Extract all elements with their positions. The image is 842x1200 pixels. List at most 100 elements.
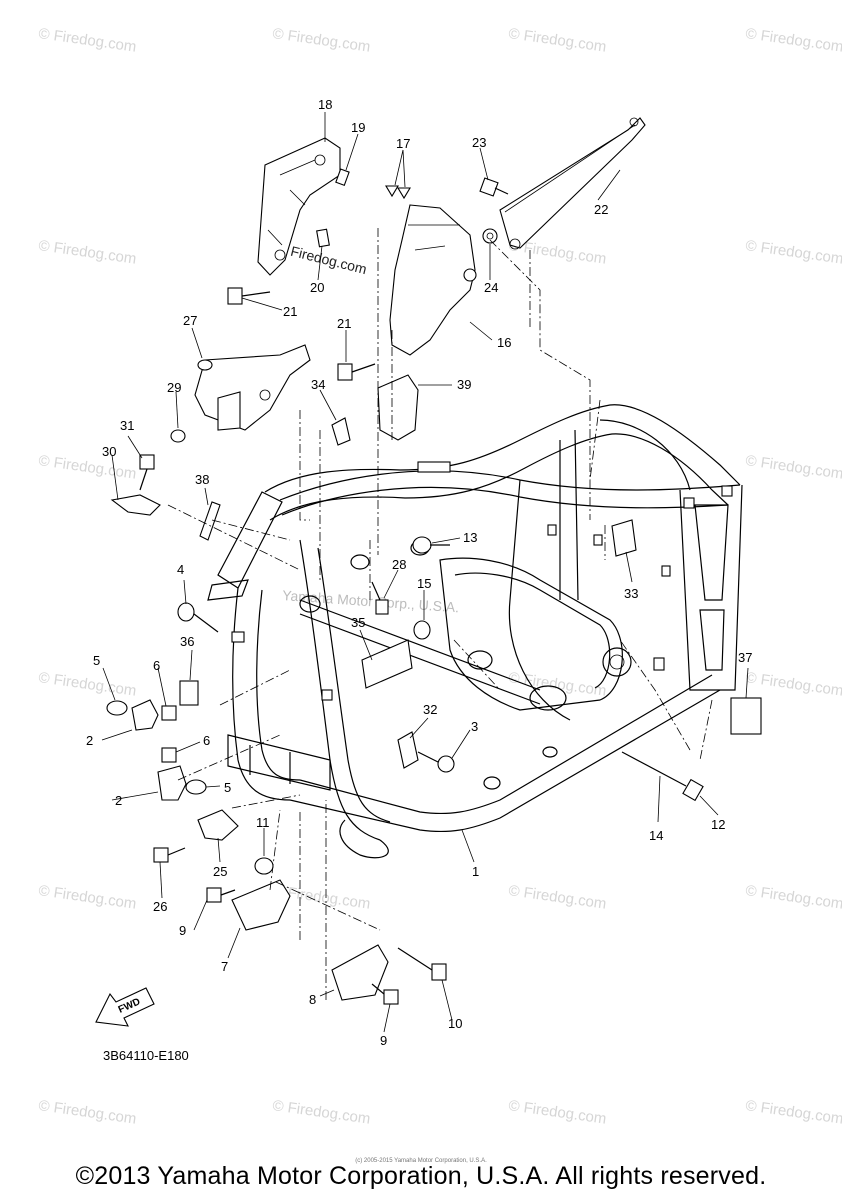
callout: 33 (624, 586, 638, 601)
watermark: © Firedog.com (744, 452, 842, 483)
part-2-bracket (157, 765, 187, 801)
callout: 10 (448, 1016, 462, 1031)
part-8-plate (331, 944, 389, 1001)
part-10-bolt (397, 947, 447, 981)
watermark: © Firedog.com (37, 882, 137, 913)
part-39-holder (377, 374, 419, 441)
part-38-stay (199, 501, 221, 541)
part-2-bracket (131, 699, 159, 731)
leader-lines (101, 112, 749, 1033)
callout: 26 (153, 899, 167, 914)
part-34-stay (331, 417, 351, 446)
part-20-pad (316, 228, 330, 248)
callout: 15 (417, 576, 431, 591)
part-29-grommet (170, 429, 186, 443)
callout: 23 (472, 135, 486, 150)
callout: 24 (484, 280, 498, 295)
callout: 18 (318, 97, 332, 112)
callout: 2 (86, 733, 93, 748)
callout: 9 (380, 1033, 387, 1048)
part-9-bolt (206, 887, 236, 903)
watermark: © Firedog.com (744, 237, 842, 268)
part-3-bolt (417, 751, 455, 773)
callouts: 1 2 2 3 4 5 5 6 6 7 8 9 9 10 11 12 13 14… (86, 97, 752, 1048)
part-18-bracket (257, 137, 341, 276)
callout: 30 (102, 444, 116, 459)
part-6-nut (161, 747, 177, 763)
callout: 3 (471, 719, 478, 734)
diagram-part-code: 3B64110-E180 (103, 1048, 189, 1063)
callout: 14 (649, 828, 663, 843)
part-6-nut (161, 705, 177, 721)
callout: 5 (224, 780, 231, 795)
fwd-arrow-icon: FWD (95, 987, 155, 1027)
callout: 21 (337, 316, 351, 331)
part-7-plate (231, 879, 291, 931)
watermark-center: Yamaha Motor Corp., U.S.A. (282, 587, 460, 615)
callout: 31 (120, 418, 134, 433)
part-31-bolt (139, 454, 155, 491)
callout: 16 (497, 335, 511, 350)
footer-copyright: ©2013 Yamaha Motor Corporation, U.S.A. A… (75, 1162, 767, 1190)
part-32-stay (397, 731, 419, 769)
part-23-bolt (479, 177, 509, 197)
part-28-bolt (371, 581, 389, 615)
callout: 28 (392, 557, 406, 572)
part-11-washer (254, 857, 274, 875)
watermark: © Firedog.com (507, 882, 607, 913)
reference-lines (167, 228, 713, 1000)
watermark: © Firedog.com (37, 452, 137, 483)
part-37-label (730, 697, 762, 735)
callout: 34 (311, 377, 325, 392)
part-25-bracket (197, 809, 239, 841)
watermark: © Firedog.com (507, 1097, 607, 1128)
callout: 12 (711, 817, 725, 832)
main-frame (207, 404, 743, 859)
callout: 19 (351, 120, 365, 135)
callout: 6 (203, 733, 210, 748)
part-27-bracket (194, 344, 311, 431)
watermark: © Firedog.com (507, 25, 607, 56)
part-35-label (361, 639, 413, 689)
part-21-bolt (227, 287, 271, 305)
part-15-washer (413, 620, 431, 640)
callout: 9 (179, 923, 186, 938)
watermark: © Firedog.com (744, 1097, 842, 1128)
callout: 32 (423, 702, 437, 717)
callout: 21 (283, 304, 297, 319)
part-24-nut-inner (486, 232, 494, 240)
watermark: © Firedog.com (744, 25, 842, 56)
callout: 20 (310, 280, 324, 295)
callout: 13 (463, 530, 477, 545)
part-16-cover (389, 204, 477, 356)
watermark: © Firedog.com (507, 669, 607, 700)
part-26-bolt (153, 847, 186, 863)
watermark: © Firedog.com (37, 669, 137, 700)
part-4-bolt (177, 602, 219, 633)
callout: 25 (213, 864, 227, 879)
callout: 27 (183, 313, 197, 328)
callout: 4 (177, 562, 184, 577)
part-30-stay (110, 494, 161, 516)
part-21-bolt (337, 363, 376, 381)
callout: 2 (115, 793, 122, 808)
watermark: © Firedog.com (271, 1097, 371, 1128)
part-17-clip (397, 187, 411, 200)
callout: 29 (167, 380, 181, 395)
part-12-bolt (621, 751, 704, 802)
part-22-rod (499, 117, 646, 250)
part-24-nut (482, 228, 498, 244)
part-5-washer (185, 779, 207, 795)
part-9-bolt (371, 983, 399, 1005)
callout: 8 (309, 992, 316, 1007)
callout: 7 (221, 959, 228, 974)
callout: 1 (472, 864, 479, 879)
watermark: © Firedog.com (37, 25, 137, 56)
callout: 11 (256, 815, 270, 830)
watermark: © Firedog.com (744, 882, 842, 913)
part-5-washer (106, 700, 128, 716)
callout: 35 (351, 615, 365, 630)
callout: 39 (457, 377, 471, 392)
callout: 36 (180, 634, 194, 649)
